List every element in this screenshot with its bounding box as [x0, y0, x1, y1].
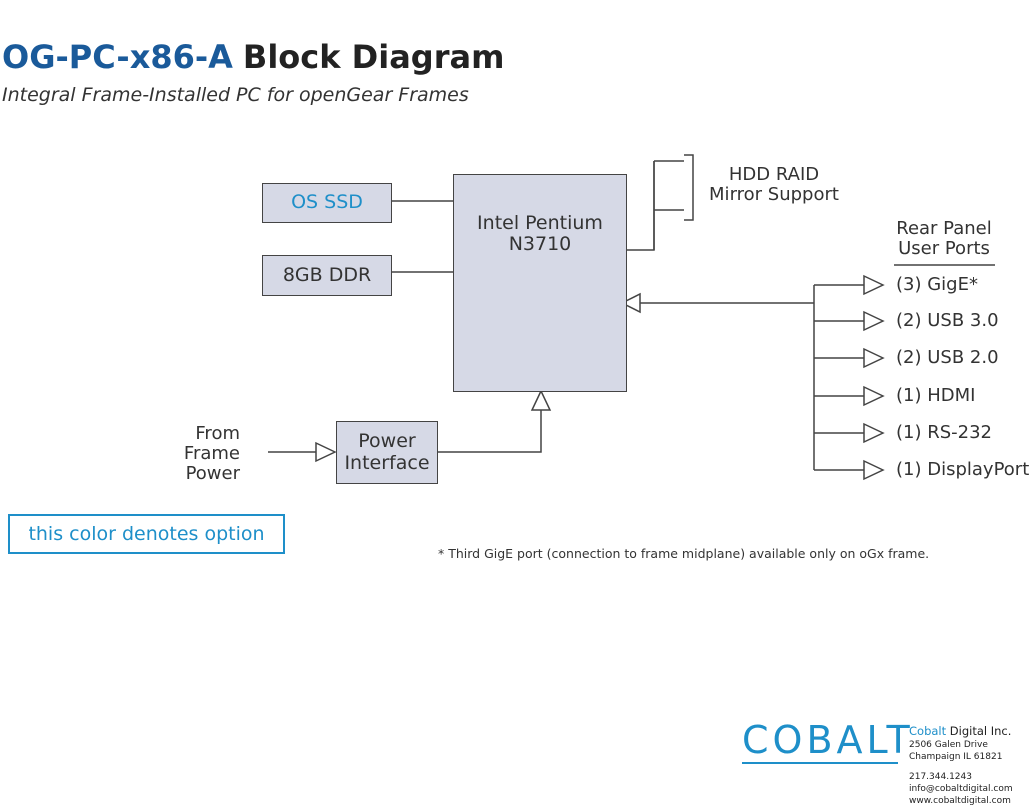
ram-block: 8GB DDR [262, 255, 392, 296]
port-usb3: (2) USB 3.0 [896, 310, 999, 331]
title-model: OG-PC-x86-A [2, 38, 233, 76]
cpu-to-raid-wire [626, 161, 655, 251]
port-arrow [863, 274, 885, 296]
os-ssd-label: OS SSD [291, 191, 363, 214]
logo-underline [742, 762, 898, 764]
power-interface-block: Power Interface [336, 421, 438, 484]
port-rs232: (1) RS-232 [896, 422, 993, 443]
company-phone: 217.344.1243 [909, 772, 972, 782]
title-rest: Block Diagram [242, 38, 505, 76]
cpu-label: Intel Pentium N3710 [477, 212, 603, 256]
power-to-cpu-wire [438, 410, 542, 453]
cpu-block: Intel Pentium N3710 [453, 174, 627, 392]
port-hdmi: (1) HDMI [896, 385, 976, 406]
port-usb2: (2) USB 2.0 [896, 347, 999, 368]
option-color-legend: this color denotes option [8, 514, 285, 554]
cpu-input-arrow [620, 292, 641, 314]
hdd-raid-label: HDD RAID Mirror Support [709, 164, 839, 206]
from-frame-power-label: From Frame Power [183, 423, 240, 485]
port-arrow [863, 347, 885, 369]
power-arrow-up [530, 389, 552, 411]
port-displayport: (1) DisplayPort [896, 459, 1029, 480]
port-arrow [863, 422, 885, 444]
footnote: * Third GigE port (connection to frame m… [438, 546, 930, 561]
raid-bracket [684, 154, 694, 221]
cobalt-logo: COBALT [742, 718, 914, 762]
company-address-1: 2506 Galen Drive [909, 740, 988, 750]
port-arrow [863, 310, 885, 332]
company-name-first: Cobalt [909, 724, 947, 738]
legend-text: this color denotes option [28, 523, 265, 545]
power-input-arrow [315, 441, 337, 463]
port-gige: (3) GigE* [896, 274, 978, 295]
power-interface-label: Power Interface [344, 430, 430, 474]
company-email: info@cobaltdigital.com [909, 784, 1013, 794]
port-arrow [863, 385, 885, 407]
ram-label: 8GB DDR [282, 263, 372, 286]
os-ssd-block: OS SSD [262, 183, 392, 223]
company-name: Cobalt Digital Inc. [909, 724, 1011, 738]
company-web: www.cobaltdigital.com [909, 796, 1011, 806]
page-subtitle: Integral Frame-Installed PC for openGear… [2, 84, 469, 106]
company-name-rest: Digital Inc. [946, 724, 1012, 738]
company-address-2: Champaign IL 61821 [909, 752, 1003, 762]
port-arrow [863, 459, 885, 481]
rear-panel-label: Rear Panel User Ports [896, 218, 992, 260]
